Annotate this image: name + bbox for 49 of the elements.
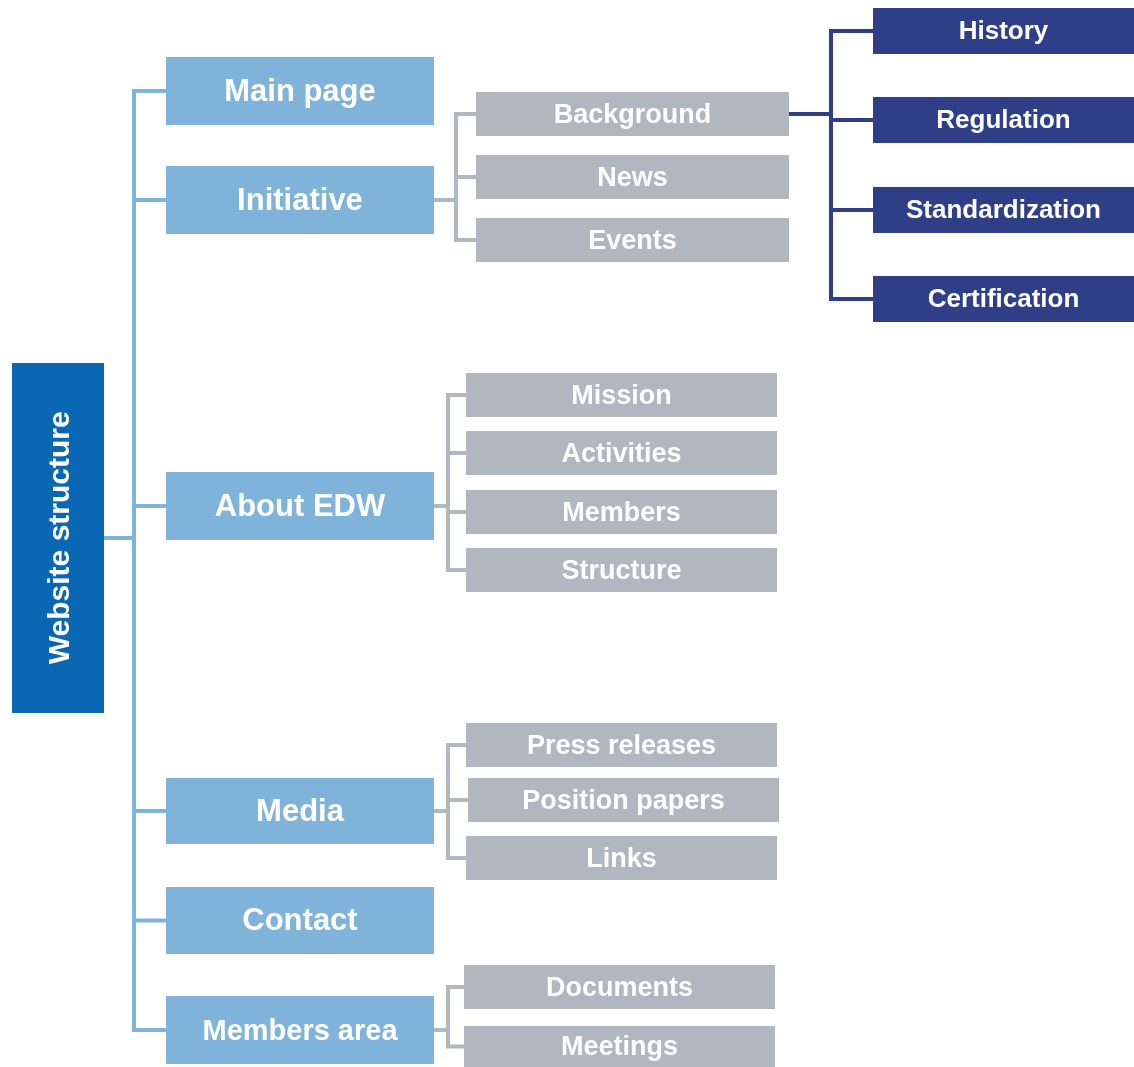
node-label: Regulation bbox=[936, 106, 1071, 134]
node-label: Background bbox=[553, 99, 712, 129]
page-box bbox=[464, 1026, 775, 1067]
subpage-box bbox=[873, 187, 1134, 233]
node-label: Members area bbox=[202, 1014, 398, 1046]
node-label: Activities bbox=[561, 438, 682, 468]
node-label: News bbox=[597, 162, 668, 192]
node-label: Main page bbox=[224, 74, 376, 108]
node-label: Position papers bbox=[522, 785, 725, 815]
section-box bbox=[166, 778, 434, 844]
section-box bbox=[166, 472, 434, 540]
node-label: About EDW bbox=[214, 489, 386, 523]
subpage-box bbox=[873, 276, 1134, 322]
page-box bbox=[466, 723, 777, 767]
page-box bbox=[466, 490, 777, 534]
subpage-box bbox=[873, 97, 1134, 143]
node-label: Meetings bbox=[561, 1032, 678, 1061]
page-box bbox=[466, 836, 777, 880]
node-label: Structure bbox=[561, 555, 682, 585]
connector-line bbox=[104, 536, 166, 1032]
subpage-box bbox=[873, 8, 1134, 54]
page-box bbox=[476, 218, 789, 262]
connector-line bbox=[789, 112, 873, 301]
node-label: Mission bbox=[571, 380, 672, 410]
page-box bbox=[466, 373, 777, 417]
node-label: Certification bbox=[927, 285, 1080, 313]
node-label: Links bbox=[586, 843, 657, 873]
node-label: Standardization bbox=[906, 196, 1101, 224]
page-box bbox=[466, 431, 777, 475]
section-box bbox=[166, 57, 434, 125]
section-box bbox=[166, 996, 434, 1064]
page-box bbox=[476, 155, 789, 199]
node-label: Media bbox=[256, 794, 344, 828]
node-label: Events bbox=[588, 225, 677, 255]
section-box bbox=[166, 887, 434, 954]
section-box bbox=[166, 166, 434, 234]
node-label: Contact bbox=[242, 904, 358, 937]
node-label: Website structure bbox=[42, 411, 74, 665]
connector-line bbox=[434, 198, 476, 242]
page-box bbox=[476, 92, 789, 136]
node-label: Members bbox=[562, 497, 681, 527]
node-label: History bbox=[958, 17, 1049, 45]
page-box bbox=[468, 778, 779, 822]
node-label: Initiative bbox=[237, 183, 363, 217]
page-box bbox=[466, 548, 777, 592]
node-label: Press releases bbox=[526, 730, 717, 760]
root-box bbox=[12, 363, 104, 713]
node-label: Documents bbox=[546, 972, 693, 1002]
page-box bbox=[464, 965, 775, 1009]
